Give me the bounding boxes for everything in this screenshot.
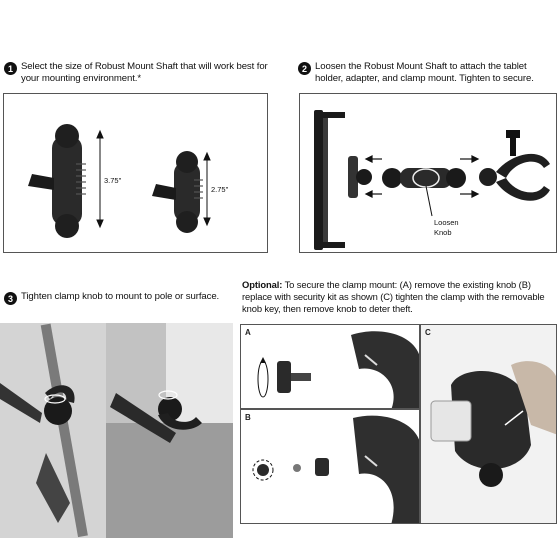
assembly-illustration bbox=[314, 110, 550, 250]
step-1-panel: 3.75" 2.75" bbox=[3, 93, 268, 253]
step-1-number: 1 bbox=[4, 62, 17, 75]
long-shaft-size-label: 3.75" bbox=[104, 176, 122, 185]
short-shaft-size-label: 2.75" bbox=[211, 185, 229, 194]
adapter-icon bbox=[348, 156, 372, 198]
long-shaft-dimension-arrow bbox=[96, 129, 104, 229]
tablet-holder-icon bbox=[314, 110, 345, 250]
sub-panel-c: C bbox=[420, 324, 557, 524]
optional-instructions: Optional: To secure the clamp mount: (A)… bbox=[242, 279, 558, 315]
surface-mount-photo bbox=[106, 323, 233, 538]
sub-panel-c-label: C bbox=[425, 328, 431, 337]
step-2-text: Loosen the Robust Mount Shaft to attach … bbox=[315, 61, 534, 84]
sub-panel-a-label: A bbox=[245, 328, 251, 337]
long-shaft-icon bbox=[28, 124, 86, 238]
step-2-panel: Loosen Knob bbox=[299, 93, 557, 253]
short-shaft-dimension-arrow bbox=[203, 151, 211, 227]
loosen-knob-callout: Loosen Knob bbox=[434, 218, 459, 238]
mount-shaft-icon bbox=[382, 168, 466, 188]
step-1-number-text: 1 bbox=[7, 63, 13, 74]
callout-line-1: Loosen bbox=[434, 218, 459, 227]
callout-line bbox=[425, 185, 433, 217]
sub-panel-b: B bbox=[240, 409, 420, 524]
step-3-number-text: 3 bbox=[7, 293, 13, 304]
optional-text: To secure the clamp mount: (A) remove th… bbox=[242, 279, 545, 314]
sub-panel-b-label: B bbox=[245, 413, 251, 422]
shaft-size-illustration bbox=[28, 124, 211, 238]
step-3-number: 3 bbox=[4, 292, 17, 305]
sub-panel-a: A bbox=[240, 324, 420, 409]
short-shaft-icon bbox=[152, 151, 203, 233]
arrows-icon bbox=[364, 155, 480, 198]
step-2-number-text: 2 bbox=[301, 63, 307, 74]
step-1-text: Select the size of Robust Mount Shaft th… bbox=[21, 61, 268, 84]
callout-line-2: Knob bbox=[434, 228, 452, 237]
pole-mount-photo bbox=[0, 323, 106, 538]
step-2-number: 2 bbox=[298, 62, 311, 75]
optional-label: Optional: bbox=[242, 279, 283, 290]
clamp-mount-icon bbox=[479, 130, 550, 201]
step-3-text: Tighten clamp knob to mount to pole or s… bbox=[21, 291, 220, 302]
